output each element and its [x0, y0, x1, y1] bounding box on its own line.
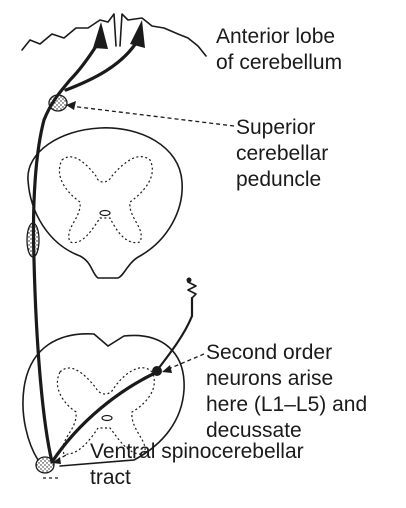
- label-ventral-spinocerebellar-tract: Ventral spinocerebellar tract: [90, 439, 304, 491]
- label-line: peduncle: [236, 167, 328, 193]
- label-second-order-neurons: Second order neurons arise here (L1–L5) …: [206, 340, 367, 444]
- afferent-fiber: [155, 278, 196, 374]
- leader-second-order: [166, 354, 204, 370]
- upper-cord-outline: [28, 128, 182, 278]
- leader-superior-peduncle: [70, 106, 234, 126]
- label-superior-cerebellar-peduncle: Superior cerebellar peduncle: [236, 115, 328, 193]
- cerebellum-outline: [22, 14, 206, 56]
- lower-cord-central-canal: [102, 416, 112, 421]
- label-line: here (L1–L5) and: [206, 392, 367, 418]
- leader-arrowhead-second: [162, 365, 172, 373]
- label-line: cerebellar: [236, 141, 328, 167]
- second-order-neuron-cell-body: [152, 366, 162, 376]
- label-anterior-lobe: Anterior lobe of cerebellum: [216, 24, 342, 76]
- upper-cord-gray-matter: [59, 157, 152, 243]
- label-line: neurons arise: [206, 366, 367, 392]
- pathway-arrowhead-right: [130, 20, 145, 48]
- upper-cord-central-canal: [100, 211, 110, 216]
- label-line: Second order: [206, 340, 367, 366]
- pathway-arrowhead-left: [93, 22, 108, 49]
- receptor-ending-icon: [188, 282, 196, 298]
- ventral-spinocerebellar-pathway: [33, 40, 155, 462]
- label-line: tract: [90, 465, 304, 491]
- upper-spinal-cord-section: [28, 128, 182, 278]
- pathway-fiber: [33, 40, 155, 462]
- label-line: Anterior lobe: [216, 24, 342, 50]
- label-line: of cerebellum: [216, 50, 342, 76]
- label-line: Superior: [236, 115, 328, 141]
- label-line: Ventral spinocerebellar: [90, 439, 304, 465]
